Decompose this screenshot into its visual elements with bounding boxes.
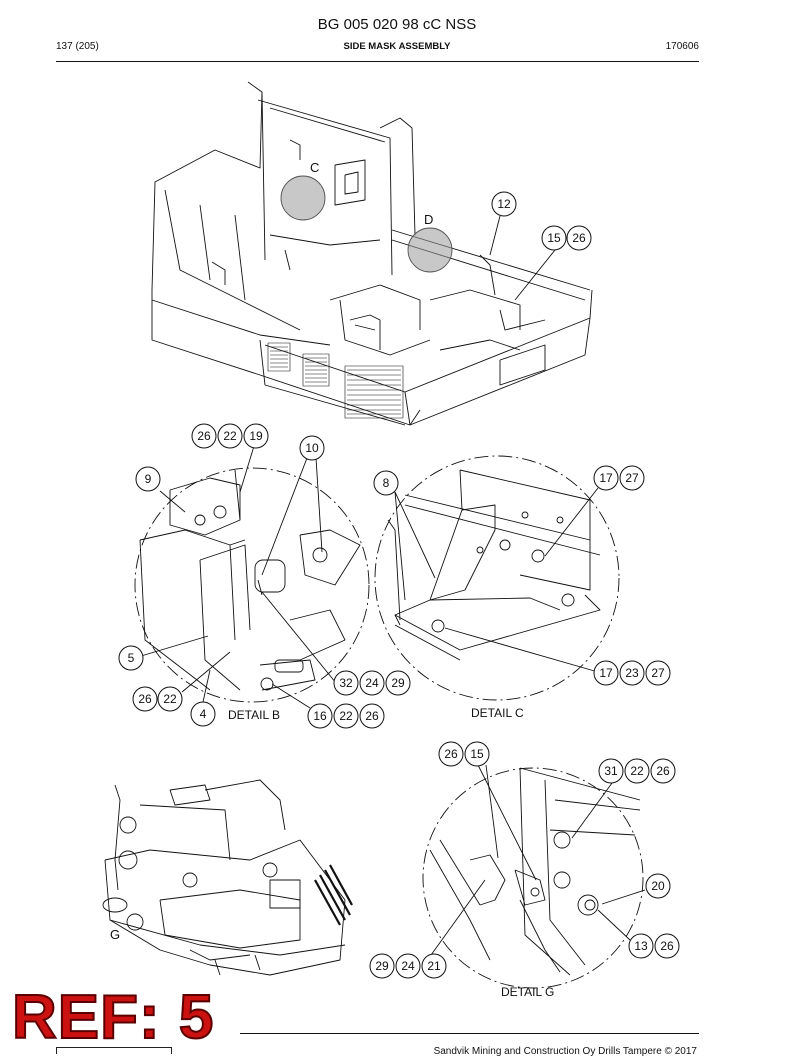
callout-circle — [157, 686, 183, 712]
callout-17: 17 — [599, 666, 613, 680]
header-rule — [56, 61, 699, 62]
footer-copyright: Sandvik Mining and Construction Oy Drill… — [433, 1046, 697, 1057]
callout-circle — [359, 703, 385, 729]
callout-9: 9 — [145, 472, 152, 486]
callout-circle — [191, 423, 217, 449]
view-marker-g: G — [110, 927, 120, 942]
callout-circle — [243, 423, 269, 449]
callout-15: 15 — [547, 231, 561, 245]
callout-circle — [654, 933, 680, 959]
callout-circle — [307, 703, 333, 729]
callout-22: 22 — [630, 764, 644, 778]
callout-circle — [650, 758, 676, 784]
detail-b-label: DETAIL B — [228, 708, 281, 722]
callout-22: 22 — [223, 429, 237, 443]
detail-b-drawing — [139, 469, 361, 691]
callout-29: 29 — [375, 959, 389, 973]
callout-26: 26 — [138, 692, 152, 706]
callout-32: 32 — [339, 676, 353, 690]
callout-circle — [628, 933, 654, 959]
callout-26: 26 — [197, 429, 211, 443]
callout-27: 27 — [651, 666, 665, 680]
callout-circle — [438, 741, 464, 767]
main-view-frame — [151, 81, 593, 426]
callout-4: 4 — [200, 707, 207, 721]
detail-g-drawing — [429, 767, 641, 976]
callout-24: 24 — [365, 676, 379, 690]
callout-circle — [491, 191, 517, 217]
callout-26: 26 — [660, 939, 674, 953]
page-number: 137 (205) — [56, 41, 99, 52]
callout-13: 13 — [634, 939, 648, 953]
callout-8: 8 — [383, 476, 390, 490]
callout-circle — [421, 953, 447, 979]
callout-20: 20 — [651, 879, 665, 893]
document-code: 170606 — [665, 41, 699, 52]
callout-15: 15 — [470, 747, 484, 761]
callout-27: 27 — [625, 471, 639, 485]
footer-rule — [240, 1033, 699, 1034]
callout-5: 5 — [128, 651, 135, 665]
callout-22: 22 — [339, 709, 353, 723]
detail-d-highlight — [407, 227, 453, 273]
detail-g-label: DETAIL G — [501, 985, 555, 999]
callout-26: 26 — [572, 231, 586, 245]
callout-circle — [369, 953, 395, 979]
callout-26: 26 — [365, 709, 379, 723]
callout-23: 23 — [625, 666, 639, 680]
callout-16: 16 — [313, 709, 327, 723]
callout-circle — [541, 225, 567, 251]
sandvik-logo-box — [56, 1047, 172, 1054]
callout-circle — [624, 758, 650, 784]
detail-g-boundary — [422, 767, 644, 989]
callout-circle — [385, 670, 411, 696]
callout-circle — [645, 660, 671, 686]
callout-circle — [359, 670, 385, 696]
callout-circle — [190, 701, 216, 727]
callout-circle — [619, 660, 645, 686]
callout-24: 24 — [401, 959, 415, 973]
callout-31: 31 — [604, 764, 618, 778]
callout-17: 17 — [599, 471, 613, 485]
callout-circle — [299, 435, 325, 461]
detail-c-label: DETAIL C — [471, 706, 524, 720]
document-title: BG 005 020 98 cC NSS — [317, 16, 477, 33]
view-marker-d: D — [424, 212, 433, 227]
callout-10: 10 — [305, 441, 319, 455]
callout-21: 21 — [427, 959, 441, 973]
callout-circle — [395, 953, 421, 979]
detail-c-highlight — [280, 175, 326, 221]
callout-circle — [373, 470, 399, 496]
callout-circle — [645, 873, 671, 899]
detail-b-boundary — [134, 467, 370, 703]
callout-circle — [135, 466, 161, 492]
callout-circle — [464, 741, 490, 767]
callout-circle — [593, 660, 619, 686]
callout-12: 12 — [497, 197, 511, 211]
view-marker-c: C — [310, 160, 319, 175]
callout-22: 22 — [163, 692, 177, 706]
ref-overlay-label: REF: 5 — [11, 982, 215, 1053]
callout-circle — [566, 225, 592, 251]
section-title: SIDE MASK ASSEMBLY — [343, 41, 451, 52]
callout-circle — [593, 465, 619, 491]
callout-29: 29 — [391, 676, 405, 690]
callout-26: 26 — [444, 747, 458, 761]
callout-circle — [619, 465, 645, 491]
bottom-left-view — [102, 779, 353, 976]
callout-circle — [132, 686, 158, 712]
callout-circle — [598, 758, 624, 784]
detail-c-drawing — [387, 469, 601, 661]
callout-19: 19 — [249, 429, 263, 443]
callout-circle — [217, 423, 243, 449]
callout-circle — [333, 703, 359, 729]
callout-26: 26 — [656, 764, 670, 778]
detail-c-boundary — [374, 455, 620, 701]
callout-circle — [118, 645, 144, 671]
callout-circle — [333, 670, 359, 696]
